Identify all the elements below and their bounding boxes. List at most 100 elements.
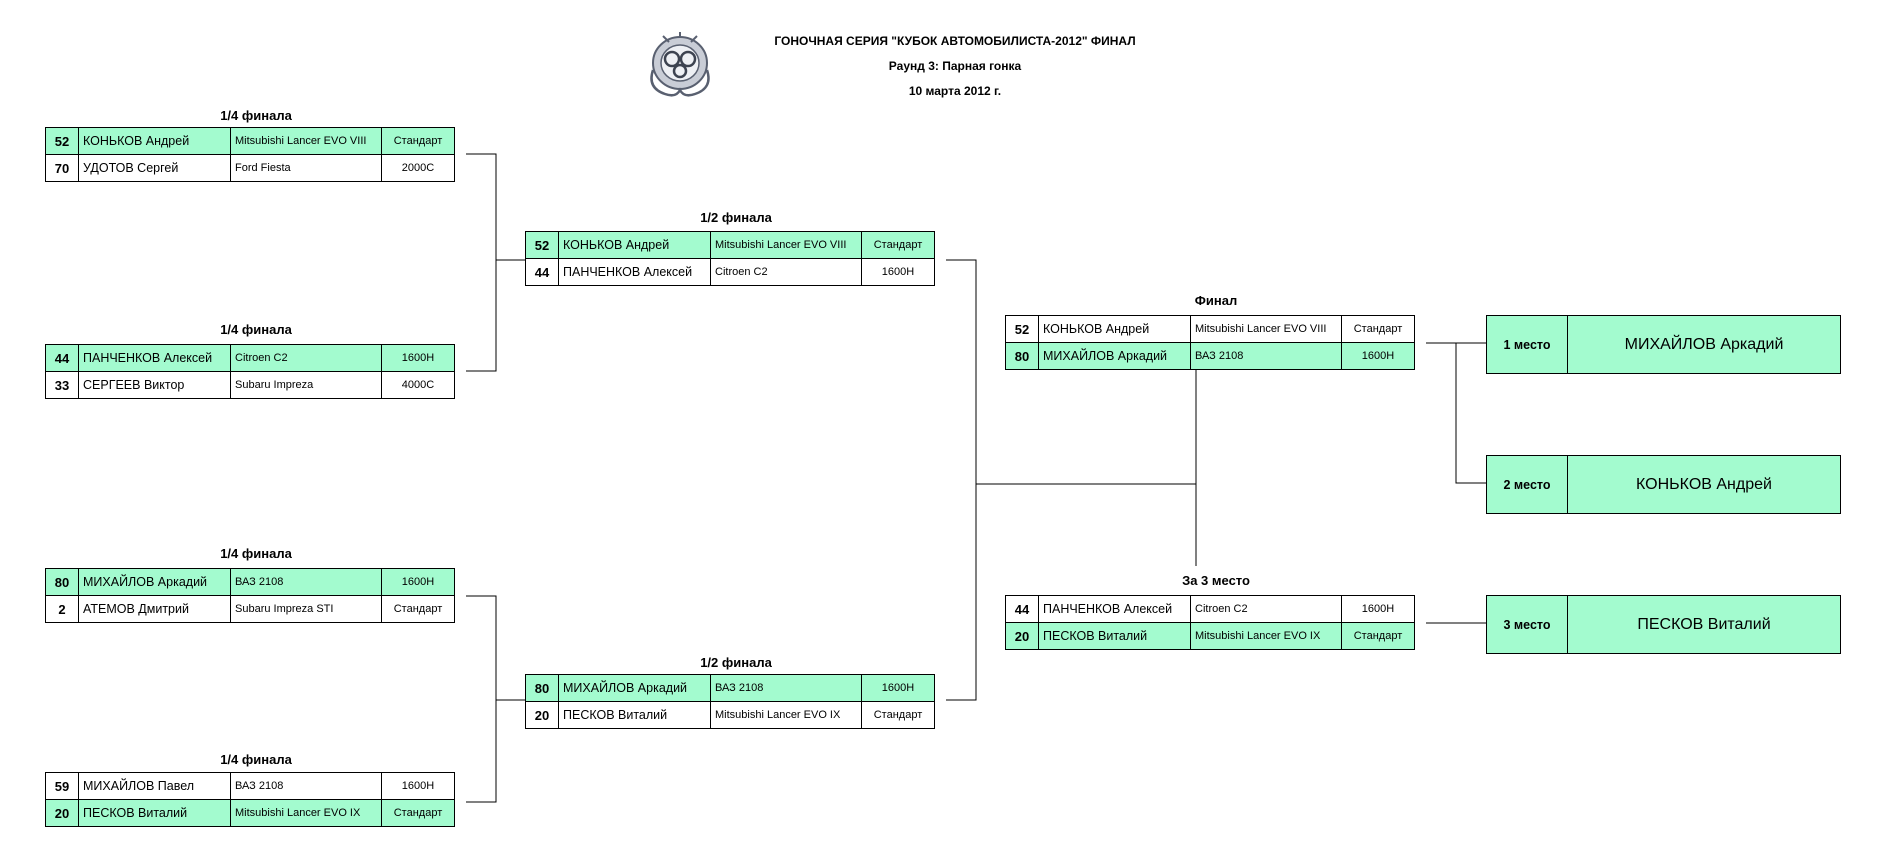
car-number: 44 — [1005, 595, 1039, 623]
event-date: 10 марта 2012 г. — [908, 84, 1002, 98]
table-row: 59 МИХАЙЛОВ Павел ВАЗ 2108 1600Н — [45, 772, 455, 800]
winner-name: МИХАЙЛОВ Аркадий — [1567, 315, 1841, 374]
car-number: 70 — [45, 154, 79, 182]
place-label: 3 место — [1486, 595, 1568, 654]
car-model: Citroen C2 — [710, 258, 862, 286]
car-class: Стандарт — [861, 231, 935, 259]
winner-name: КОНЬКОВ Андрей — [1567, 455, 1841, 514]
car-class: Стандарт — [381, 127, 455, 155]
table-row: 70 УДОТОВ Сергей Ford Fiesta 2000С — [45, 154, 455, 182]
driver-name: АТЕМОВ Дмитрий — [78, 595, 231, 623]
driver-name: МИХАЙЛОВ Павел — [78, 772, 231, 800]
table-row: 52 КОНЬКОВ Андрей Mitsubishi Lancer EVO … — [525, 231, 935, 259]
car-class: Стандарт — [1341, 315, 1415, 343]
car-class: 1600Н — [381, 568, 455, 596]
driver-name: КОНЬКОВ Андрей — [558, 231, 711, 259]
quarterfinal-4-matchup: 59 МИХАЙЛОВ Павел ВАЗ 2108 1600Н 20 ПЕСК… — [45, 772, 455, 827]
table-row: 2 АТЕМОВ Дмитрий Subaru Impreza STI Стан… — [45, 595, 455, 623]
car-model: Mitsubishi Lancer EVO IX — [710, 701, 862, 729]
quarterfinal-2-matchup: 44 ПАНЧЕНКОВ Алексей Citroen C2 1600Н 33… — [45, 344, 455, 399]
podium-third-place: 3 место ПЕСКОВ Виталий — [1486, 595, 1841, 654]
table-row: 52 КОНЬКОВ Андрей Mitsubishi Lancer EVO … — [45, 127, 455, 155]
stage-label-semifinal-2: 1/2 финала — [700, 655, 772, 670]
table-row: 20 ПЕСКОВ Виталий Mitsubishi Lancer EVO … — [525, 701, 935, 729]
car-class: 1600Н — [1341, 595, 1415, 623]
third-place-matchup: 44 ПАНЧЕНКОВ Алексей Citroen C2 1600Н 20… — [1005, 595, 1415, 650]
stage-label-quarterfinal-3: 1/4 финала — [220, 546, 292, 561]
driver-name: ПЕСКОВ Виталий — [78, 799, 231, 827]
car-number: 52 — [45, 127, 79, 155]
quarterfinal-1-matchup: 52 КОНЬКОВ Андрей Mitsubishi Lancer EVO … — [45, 127, 455, 182]
table-row: 2 место КОНЬКОВ Андрей — [1486, 455, 1841, 514]
car-model: Mitsubishi Lancer EVO VIII — [1190, 315, 1342, 343]
driver-name: ПАНЧЕНКОВ Алексей — [78, 344, 231, 372]
table-row: 44 ПАНЧЕНКОВ Алексей Citroen C2 1600Н — [1005, 595, 1415, 623]
car-model: Ford Fiesta — [230, 154, 382, 182]
car-number: 2 — [45, 595, 79, 623]
driver-name: ПАНЧЕНКОВ Алексей — [1038, 595, 1191, 623]
car-model: Mitsubishi Lancer EVO IX — [230, 799, 382, 827]
car-number: 52 — [525, 231, 559, 259]
table-row: 52 КОНЬКОВ Андрей Mitsubishi Lancer EVO … — [1005, 315, 1415, 343]
car-number: 20 — [525, 701, 559, 729]
driver-name: ПЕСКОВ Виталий — [1038, 622, 1191, 650]
car-class: 1600Н — [861, 674, 935, 702]
driver-name: МИХАЙЛОВ Аркадий — [1038, 342, 1191, 370]
semifinal-1-matchup: 52 КОНЬКОВ Андрей Mitsubishi Lancer EVO … — [525, 231, 935, 286]
car-model: Mitsubishi Lancer EVO VIII — [710, 231, 862, 259]
car-class: Стандарт — [381, 595, 455, 623]
car-number: 33 — [45, 371, 79, 399]
car-model: Mitsubishi Lancer EVO IX — [1190, 622, 1342, 650]
car-model: ВАЗ 2108 — [710, 674, 862, 702]
table-row: 3 место ПЕСКОВ Виталий — [1486, 595, 1841, 654]
quarterfinal-3-matchup: 80 МИХАЙЛОВ Аркадий ВАЗ 2108 1600Н 2 АТЕ… — [45, 568, 455, 623]
stage-label-third-place: За 3 место — [1182, 573, 1250, 588]
car-model: Citroen C2 — [230, 344, 382, 372]
stage-label-final: Финал — [1194, 293, 1238, 308]
car-number: 80 — [1005, 342, 1039, 370]
winner-name: ПЕСКОВ Виталий — [1567, 595, 1841, 654]
car-class: 4000С — [381, 371, 455, 399]
driver-name: ПАНЧЕНКОВ Алексей — [558, 258, 711, 286]
table-row: 80 МИХАЙЛОВ Аркадий ВАЗ 2108 1600Н — [45, 568, 455, 596]
car-number: 59 — [45, 772, 79, 800]
car-number: 44 — [45, 344, 79, 372]
semifinal-2-matchup: 80 МИХАЙЛОВ Аркадий ВАЗ 2108 1600Н 20 ПЕ… — [525, 674, 935, 729]
table-row: 44 ПАНЧЕНКОВ Алексей Citroen C2 1600Н — [525, 258, 935, 286]
table-row: 80 МИХАЙЛОВ Аркадий ВАЗ 2108 1600Н — [525, 674, 935, 702]
car-model: ВАЗ 2108 — [230, 568, 382, 596]
final-matchup: 52 КОНЬКОВ Андрей Mitsubishi Lancer EVO … — [1005, 315, 1415, 370]
car-number: 80 — [525, 674, 559, 702]
driver-name: УДОТОВ Сергей — [78, 154, 231, 182]
car-number: 52 — [1005, 315, 1039, 343]
car-class: Стандарт — [1341, 622, 1415, 650]
place-label: 1 место — [1486, 315, 1568, 374]
car-number: 20 — [45, 799, 79, 827]
driver-name: МИХАЙЛОВ Аркадий — [558, 674, 711, 702]
car-model: Subaru Impreza — [230, 371, 382, 399]
driver-name: КОНЬКОВ Андрей — [1038, 315, 1191, 343]
table-row: 33 СЕРГЕЕВ Виктор Subaru Impreza 4000С — [45, 371, 455, 399]
driver-name: МИХАЙЛОВ Аркадий — [78, 568, 231, 596]
series-emblem-icon — [643, 30, 717, 100]
car-model: ВАЗ 2108 — [1190, 342, 1342, 370]
car-model: Mitsubishi Lancer EVO VIII — [230, 127, 382, 155]
car-class: Стандарт — [381, 799, 455, 827]
table-row: 80 МИХАЙЛОВ Аркадий ВАЗ 2108 1600Н — [1005, 342, 1415, 370]
car-number: 20 — [1005, 622, 1039, 650]
car-model: Subaru Impreza STI — [230, 595, 382, 623]
car-model: Citroen C2 — [1190, 595, 1342, 623]
car-class: 1600Н — [861, 258, 935, 286]
car-class: 1600Н — [381, 344, 455, 372]
car-number: 80 — [45, 568, 79, 596]
event-title: ГОНОЧНАЯ СЕРИЯ "КУБОК АВТОМОБИЛИСТА-2012… — [774, 34, 1136, 48]
car-class: 2000С — [381, 154, 455, 182]
car-class: 1600Н — [1341, 342, 1415, 370]
stage-label-quarterfinal-1: 1/4 финала — [220, 108, 292, 123]
car-class: Стандарт — [861, 701, 935, 729]
stage-label-quarterfinal-4: 1/4 финала — [220, 752, 292, 767]
round-title: Раунд 3: Парная гонка — [888, 59, 1022, 73]
car-number: 44 — [525, 258, 559, 286]
place-label: 2 место — [1486, 455, 1568, 514]
